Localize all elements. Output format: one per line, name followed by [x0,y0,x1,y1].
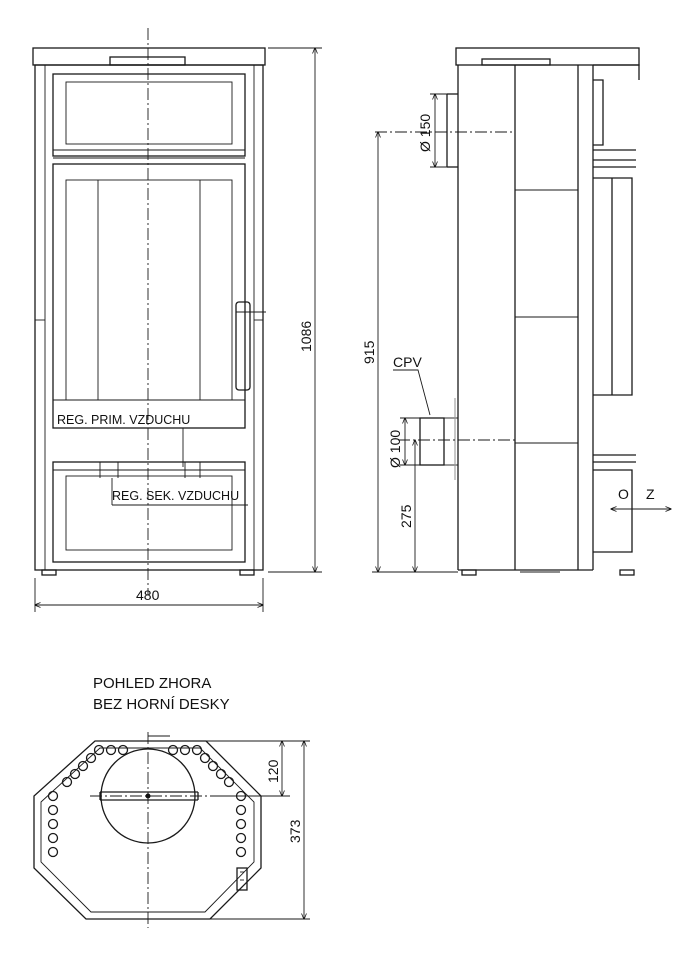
side-view: Ø 150 915 CPV Ø 100 275 O Z [361,47,671,576]
storage-rods [47,744,247,858]
flue-height-label: 915 [361,340,377,364]
flue-diameter-label: Ø 150 [417,114,433,152]
reg-sek-label: REG. SEK. VZDUCHU [112,489,239,503]
side-top-plate [455,47,640,66]
top-view-octagon-outline [33,740,262,920]
reg-prim-label: REG. PRIM. VZDUCHU [57,413,190,427]
offset-label: 120 [265,759,281,783]
top-view: POHLED ZHORA BEZ HORNÍ DESKY 120 [33,675,310,928]
front-upper-panel [52,73,246,157]
width-label: 480 [136,587,160,603]
top-handle-bracket [236,867,248,891]
cpv-label: CPV [393,354,422,370]
depth-label: 373 [287,819,303,843]
front-flue-cap [109,56,186,66]
cpv-inlet [419,417,445,466]
height-label: 1086 [298,321,314,352]
front-door-glass [65,179,233,401]
top-view-title-line2: BEZ HORNÍ DESKY [93,696,230,713]
inlet-height-label: 275 [398,504,414,528]
front-door [52,163,246,429]
front-body-outline [34,64,264,571]
front-view: REG. PRIM. VZDUCHU REG. SEK. VZDUCHU 480… [32,28,322,612]
front-ash-drawer [52,461,246,563]
direction-right-label: Z [646,486,655,502]
direction-left-label: O [618,486,629,502]
door-handle [235,301,251,391]
inlet-diameter-label: Ø 100 [387,430,403,468]
top-view-title-line1: POHLED ZHORA [93,675,211,692]
